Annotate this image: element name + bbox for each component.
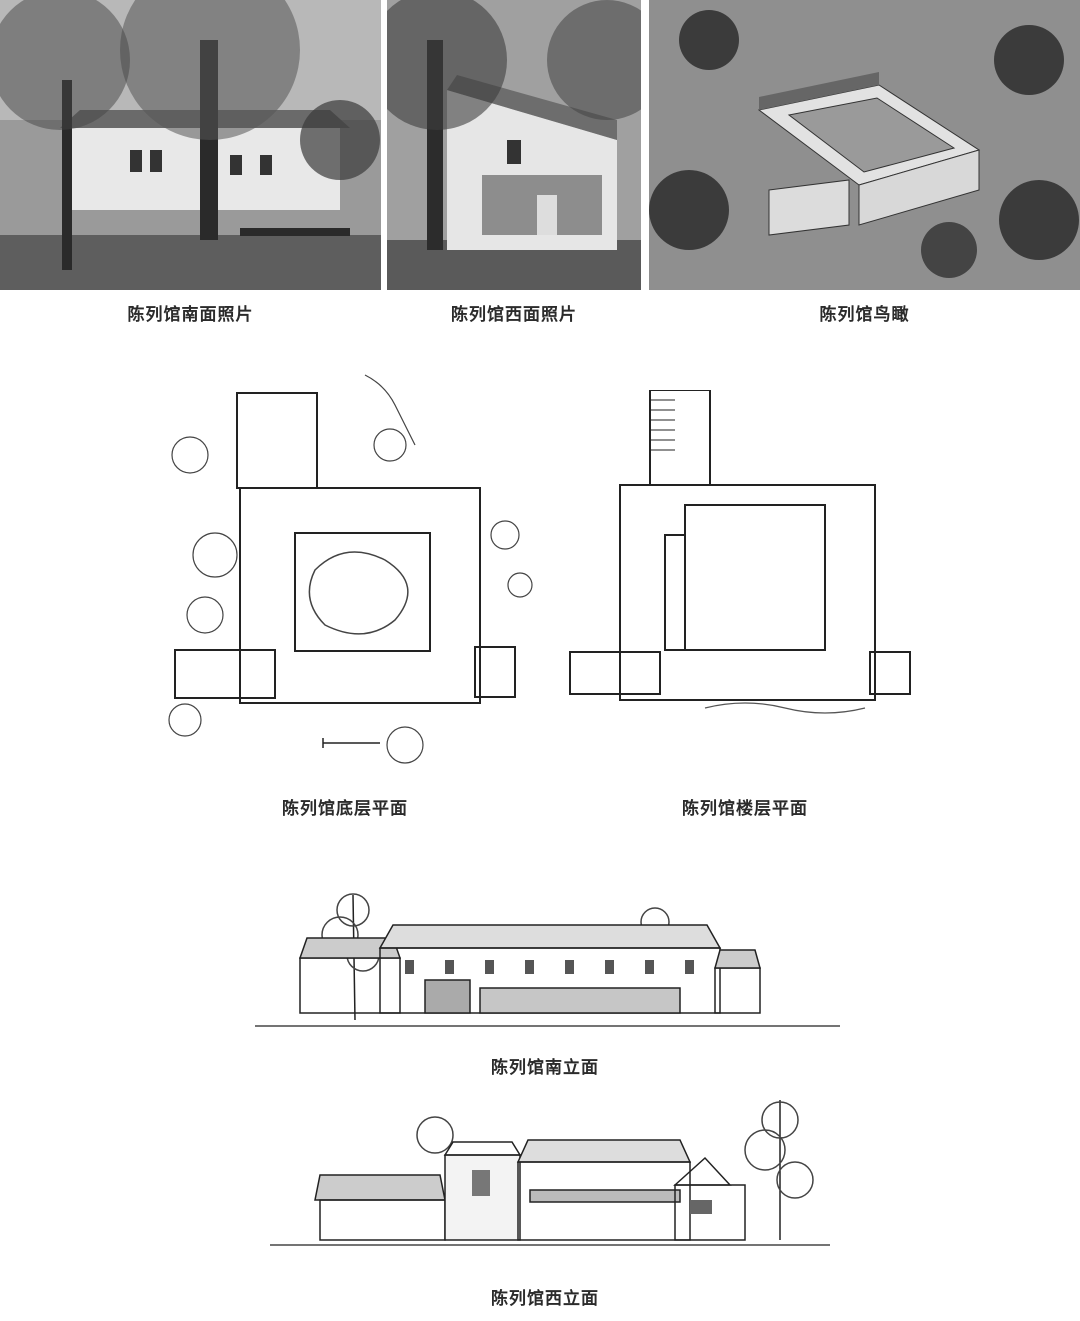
south-photo-caption: 陈列馆南面照片 xyxy=(127,305,254,325)
upper-plan-caption: 陈列馆楼层平面 xyxy=(682,799,808,819)
west-elevation-caption: 陈列馆西立面 xyxy=(491,1289,599,1309)
upper-floor-plan xyxy=(565,390,915,720)
south-elevation-drawing xyxy=(245,880,845,1030)
south-photo xyxy=(0,0,381,290)
aerial-photo xyxy=(649,0,1080,290)
aerial-caption: 陈列馆鸟瞰 xyxy=(819,305,910,325)
west-photo-caption: 陈列馆西面照片 xyxy=(451,305,577,325)
west-elevation-drawing xyxy=(260,1090,840,1250)
west-photo xyxy=(387,0,641,290)
ground-plan-caption: 陈列馆底层平面 xyxy=(282,799,408,819)
south-elevation-caption: 陈列馆南立面 xyxy=(491,1058,599,1078)
ground-floor-plan xyxy=(145,355,545,780)
